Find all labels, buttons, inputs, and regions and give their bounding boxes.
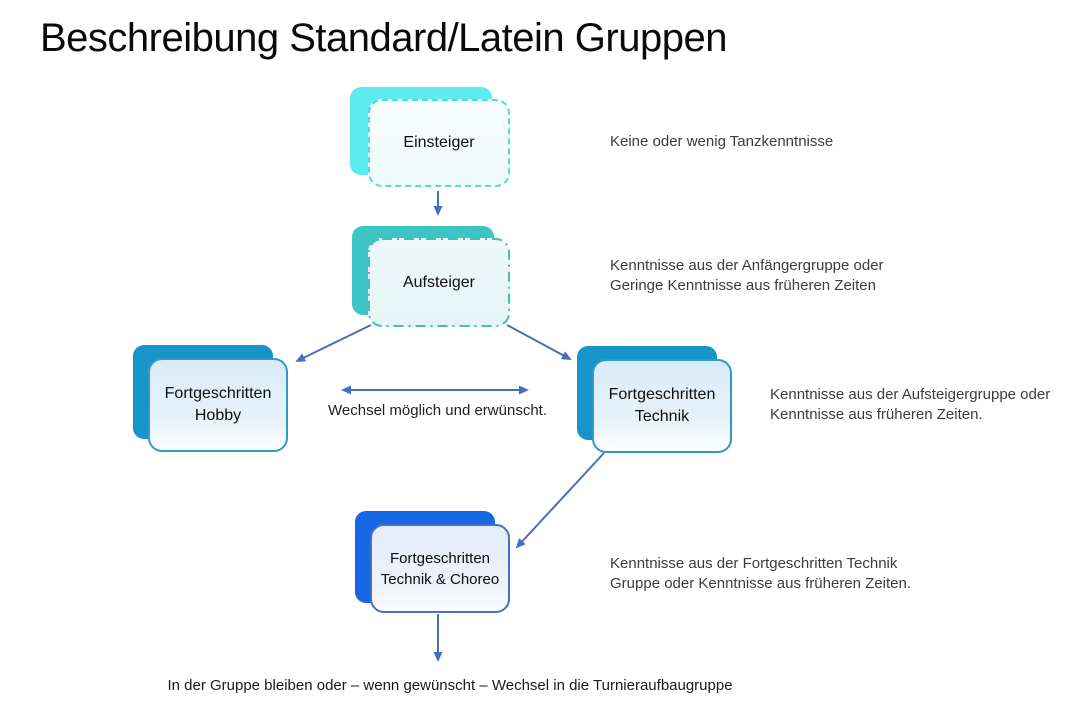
node-fortgeschritten-hobby-box: Fortgeschritten Hobby [148,358,288,452]
node-fortgeschritten-technik-choreo-label-line2: Technik & Choreo [380,570,500,588]
node-fortgeschritten-hobby-label-line1: Fortgeschritten [164,385,272,402]
node-einsteiger-label: Einsteiger [403,134,475,151]
node-fortgeschritten-technik-label-line1: Fortgeschritten [608,386,716,403]
node-fortgeschritten-technik-choreo-box: Fortgeschritten Technik & Choreo [370,524,510,613]
page-title: Beschreibung Standard/Latein Gruppen [40,16,727,60]
node-fortgeschritten-technik-box: Fortgeschritten Technik [592,359,732,453]
annotation-choreo-line1: Kenntnisse aus der Fortgeschritten Techn… [610,555,898,572]
annotation-choreo-line2: Gruppe oder Kenntnisse aus früheren Zeit… [610,575,912,592]
dash-dot-border [368,238,510,327]
annotation-aufsteiger: Kenntnisse aus der Anfängergruppe oder G… [610,256,884,296]
annotation-technik-line2: Kenntnisse aus früheren Zeiten. [770,406,983,423]
bottom-note: In der Gruppe bleiben oder – wenn gewüns… [167,677,733,694]
annotation-technik: Kenntnisse aus der Aufsteigergruppe oder… [770,385,1050,425]
node-einsteiger-box: Einsteiger [368,99,510,187]
annotation-einsteiger-line1: Keine oder wenig Tanzkenntnisse [610,133,834,150]
annotation-aufsteiger-line2: Geringe Kenntnisse aus früheren Zeiten [610,277,876,294]
node-aufsteiger-label: Aufsteiger [402,273,476,291]
arrow-aufsteiger-to-technik [506,324,572,360]
node-fortgeschritten-technik-choreo-label-line1: Fortgeschritten [389,549,491,567]
arrow-technik-to-choreo [515,452,605,549]
node-fortgeschritten-hobby-label-line2: Hobby [194,407,242,424]
node-fortgeschritten-technik-label-line2: Technik [634,408,690,425]
arrow-aufsteiger-to-hobby [295,324,372,362]
annotation-einsteiger: Keine oder wenig Tanzkenntnisse [610,132,833,152]
annotation-aufsteiger-line1: Kenntnisse aus der Anfängergruppe oder [610,257,884,274]
node-aufsteiger-box: Aufsteiger [368,238,510,327]
wechsel-arrow-label: Wechsel möglich und erwünscht. [328,402,547,419]
annotation-technik-line1: Kenntnisse aus der Aufsteigergruppe oder [770,386,1051,403]
annotation-choreo: Kenntnisse aus der Fortgeschritten Techn… [610,554,911,594]
